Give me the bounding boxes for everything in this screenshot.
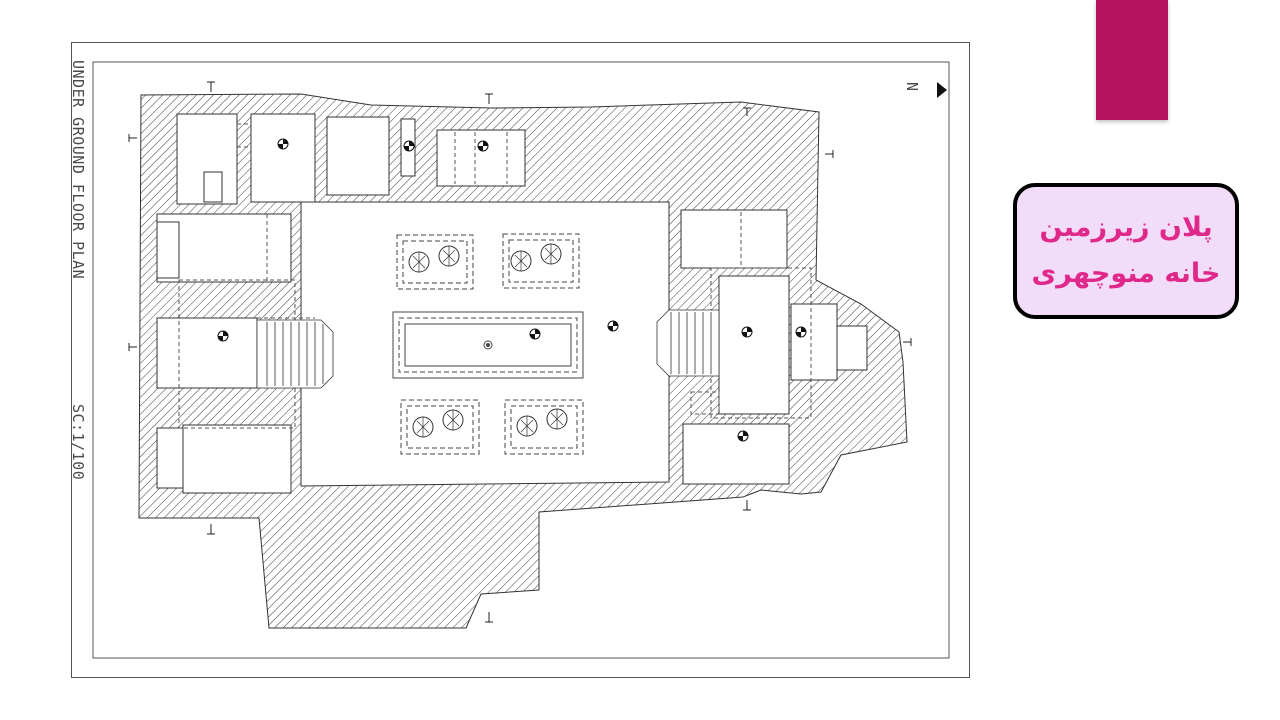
caption-box: پلان زیرزمین خانه منوچهری <box>1013 183 1239 319</box>
plan-title: UNDER GROUND FLOOR PLAN <box>71 60 87 279</box>
left-stair <box>256 319 334 389</box>
floor-plan-drawing: UNDER GROUND FLOOR PLAN SC:1/100 N <box>69 42 970 678</box>
north-label: N <box>903 82 921 92</box>
central-pool <box>392 311 584 379</box>
top-rooms <box>176 113 526 205</box>
right-rooms <box>680 209 868 485</box>
garden-beds <box>396 233 584 455</box>
outer-frame <box>71 42 970 678</box>
right-stair <box>656 309 720 377</box>
north-arrow-icon: N <box>903 82 947 98</box>
accent-bar <box>1096 0 1168 120</box>
top-room-dashes <box>237 123 508 184</box>
right-room-dashes <box>690 212 812 419</box>
floor-plan-svg: UNDER GROUND FLOOR PLAN SC:1/100 N <box>69 42 970 678</box>
plan-scale: SC:1/100 <box>71 404 87 480</box>
level-marker-icons <box>217 138 807 442</box>
caption-line-1: پلان زیرزمین <box>1039 212 1213 243</box>
tree-branches <box>412 244 564 437</box>
left-rooms <box>156 213 292 494</box>
caption-line-2: خانه منوچهری <box>1031 258 1221 289</box>
inner-frame <box>92 61 950 659</box>
section-marker-icons <box>128 81 912 623</box>
courtyard <box>300 201 670 487</box>
